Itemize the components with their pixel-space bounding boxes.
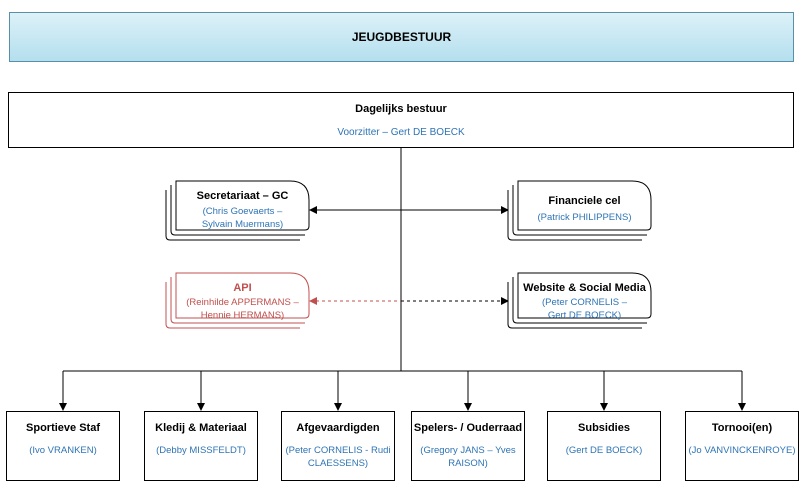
node-title: Sportieve Staf: [26, 422, 100, 434]
node-shape-website: [507, 272, 652, 329]
node-member: RAISON): [448, 458, 488, 469]
node-title: API: [233, 282, 252, 294]
node-financiele-cel: Financiele cel (Patrick PHILIPPENS): [518, 181, 651, 230]
node-api: API (Reinhilde APPERMANS – Hennie HERMAN…: [176, 273, 309, 321]
node-member: (Gert DE BOECK): [565, 445, 643, 456]
node-member: Sylvain Muermans): [201, 219, 284, 230]
node-secretariaat: Secretariaat – GC (Chris Goevaerts – Syl…: [176, 181, 309, 230]
node-title: Financiele cel: [548, 195, 621, 207]
node-title: Subsidies: [578, 422, 630, 434]
node-title: Tornooi(en): [711, 422, 773, 434]
node-member: (Patrick PHILIPPENS): [537, 212, 632, 223]
node-subsidies: Subsidies (Gert DE BOECK): [547, 411, 661, 481]
board-title: Dagelijks bestuur: [355, 103, 447, 115]
node-afgevaardigden: Afgevaardigden (Peter CORNELIS - Rudi CL…: [281, 411, 395, 481]
node-member: (Reinhilde APPERMANS –: [186, 297, 299, 308]
node-title: Spelers- / Ouderraad: [413, 422, 523, 434]
node-kledij-materiaal: Kledij & Materiaal (Debby MISSFELDT): [144, 411, 258, 481]
node-member: (Gregory JANS – Yves: [420, 445, 516, 456]
node-member: (Peter CORNELIS - Rudi: [285, 445, 391, 456]
node-title: Secretariaat – GC: [196, 190, 289, 202]
node-member: (Peter CORNELIS –: [542, 297, 627, 308]
node-title: Website & Social Media: [523, 282, 646, 294]
node-title: Afgevaardigden: [296, 422, 380, 434]
node-member: (Debby MISSFELDT): [156, 445, 246, 456]
node-shape-secretariaat: [165, 180, 310, 241]
node-spelers-ouderraad: Spelers- / Ouderraad (Gregory JANS – Yve…: [411, 411, 525, 481]
header-title: JEUGDBESTUUR: [351, 30, 452, 44]
node-website: Website & Social Media (Peter CORNELIS –…: [518, 273, 651, 321]
board-subtitle: Voorzitter – Gert DE BOECK: [337, 127, 465, 138]
node-member: Gert DE BOECK): [547, 310, 622, 321]
node-shape-api: [165, 272, 310, 329]
header-banner: JEUGDBESTUUR: [9, 12, 794, 62]
node-sportieve-staf: Sportieve Staf (Ivo VRANKEN): [6, 411, 120, 481]
node-member: (Ivo VRANKEN): [29, 445, 97, 456]
board-box: Dagelijks bestuur Voorzitter – Gert DE B…: [8, 92, 794, 148]
node-shape-financiele: [507, 180, 652, 241]
node-tornooien: Tornooi(en) (Jo VANVINCKENROYE): [685, 411, 799, 481]
node-member: (Jo VANVINCKENROYE): [688, 445, 796, 456]
node-member: CLAESSENS): [307, 458, 369, 469]
node-member: (Chris Goevaerts –: [202, 206, 283, 217]
node-member: Hennie HERMANS): [200, 310, 285, 321]
node-title: Kledij & Materiaal: [155, 422, 247, 434]
